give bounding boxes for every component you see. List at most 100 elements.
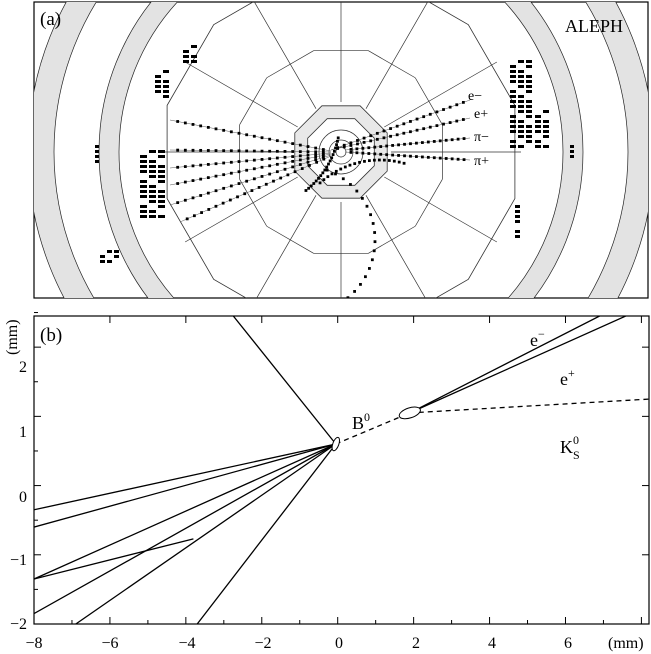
tpc-hit <box>206 125 210 129</box>
calorimeter-cell <box>510 80 516 83</box>
tpc-hit <box>268 164 272 168</box>
tpc-hit <box>360 196 364 200</box>
tpc-hit <box>252 149 256 153</box>
tpc-hit <box>321 155 325 159</box>
ecal-inner-edge <box>118 2 564 298</box>
tpc-hit <box>327 162 330 166</box>
sector-ring <box>239 77 268 125</box>
tpc-hit <box>183 198 187 202</box>
tpc-hit <box>321 150 325 154</box>
calorimeter-cell <box>543 110 549 113</box>
tpc-hit <box>314 153 318 156</box>
tpc-hit <box>245 133 249 137</box>
tpc-hit <box>214 204 218 208</box>
tpc-hit <box>283 150 287 153</box>
calorimeter-cell <box>149 215 156 218</box>
calorimeter-cell <box>518 70 524 73</box>
calorimeter-cell <box>526 60 532 63</box>
track-line <box>409 316 628 414</box>
tpc-hit <box>450 138 454 142</box>
tpc-hit <box>291 159 295 163</box>
sector-boundary <box>365 2 429 109</box>
reconstructed-track <box>330 117 471 151</box>
tpc-hit <box>306 153 310 157</box>
calorimeter-cell <box>515 220 520 223</box>
tpc-hit <box>275 170 279 174</box>
tpc-hit <box>214 127 218 131</box>
tpc-hit <box>375 131 379 135</box>
calorimeter-cell <box>149 190 156 193</box>
sector-boundary <box>184 176 298 243</box>
sector-boundary <box>256 195 317 298</box>
calorimeter-cell <box>183 60 189 63</box>
calorimeter-cell <box>510 140 516 143</box>
tpc-hit <box>442 122 445 126</box>
tpc-hit <box>349 183 352 186</box>
tpc-hit <box>415 141 418 145</box>
calorimeter-cell <box>155 90 161 93</box>
tpc-hit <box>308 164 311 167</box>
calorimeter-cell <box>183 50 189 53</box>
tpc-hit <box>237 170 241 174</box>
tpc-hit <box>200 211 203 214</box>
calorimeter-cell <box>570 155 574 158</box>
tpc-hit <box>268 172 272 176</box>
tpc-hit <box>199 124 203 128</box>
tpc-hit <box>379 145 383 148</box>
track-line <box>34 443 336 528</box>
x-tick-label: 0 <box>335 635 343 652</box>
tpc-hit <box>222 173 226 177</box>
calorimeter-cell <box>518 85 524 88</box>
calorimeter-cell <box>510 120 516 123</box>
tpc-hit <box>397 143 400 147</box>
tpc-hit <box>442 108 445 111</box>
tpc-hit <box>343 165 347 169</box>
tpc-hit <box>283 155 287 159</box>
tpc-hit <box>229 184 233 188</box>
tpc-hit <box>252 177 256 181</box>
tpc-hit <box>229 130 233 134</box>
calorimeter-band <box>34 2 648 298</box>
tpc-hit <box>237 131 241 135</box>
tpc-hit <box>315 160 319 164</box>
tpc-hit <box>283 167 287 171</box>
tpc-hit <box>462 158 466 162</box>
tpc-hit <box>355 189 359 193</box>
track-line <box>409 316 600 414</box>
tpc-hit <box>325 168 329 172</box>
tpc-hit <box>321 154 325 157</box>
x-tick-label: −6 <box>101 635 118 652</box>
calorimeter-cell <box>140 165 147 168</box>
sector-boundary <box>365 195 426 298</box>
reconstructed-track <box>169 119 332 152</box>
tpc-hit <box>382 136 386 140</box>
tpc-hit <box>328 159 332 163</box>
tpc-hit <box>373 152 377 156</box>
y-axis-unit: (mm) <box>4 319 21 355</box>
calorimeter-cell <box>535 120 541 123</box>
calorimeter-cell <box>518 135 524 138</box>
sector-ring <box>239 179 268 227</box>
tpc-hit <box>403 154 406 158</box>
tpc-hit <box>332 149 336 153</box>
calorimeter-cell <box>518 125 524 128</box>
calorimeter-cell <box>510 90 516 93</box>
tpc-hit <box>461 118 465 121</box>
tpc-hit <box>306 160 310 164</box>
calorimeter-cell <box>107 250 112 253</box>
calorimeter-cell <box>158 195 165 198</box>
tpc-hit <box>314 150 318 154</box>
x-tick-label: 2 <box>412 635 420 652</box>
calorimeter-cell <box>543 135 549 138</box>
tpc-hit <box>322 157 326 161</box>
tpc-hit <box>199 177 203 181</box>
x-axis-unit: (mm) <box>608 635 644 652</box>
reconstructed-track <box>169 154 332 206</box>
tpc-hit <box>456 137 460 141</box>
tpc-hit <box>183 180 187 184</box>
tpc-hit <box>322 178 326 182</box>
calorimeter-cell <box>526 105 532 108</box>
calorimeter-cell <box>535 125 541 128</box>
tpc-hit <box>349 144 353 147</box>
reconstructed-track <box>330 99 471 151</box>
